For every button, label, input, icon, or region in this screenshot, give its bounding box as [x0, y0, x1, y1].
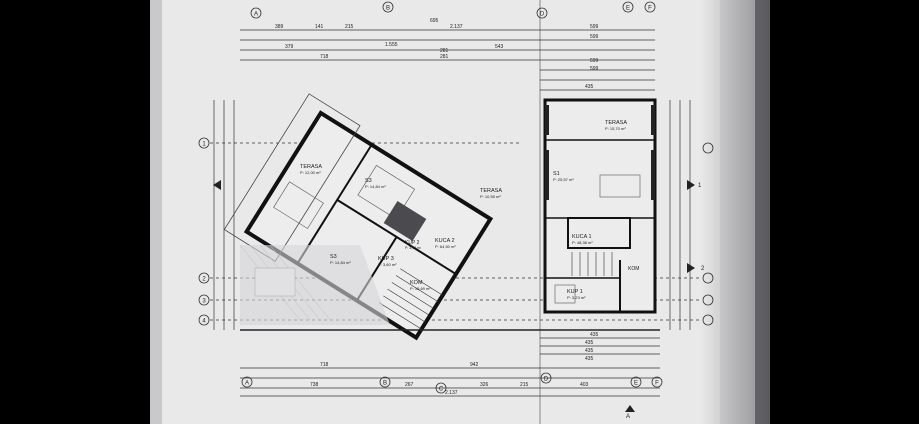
room-name: KUP 2: [405, 240, 420, 246]
grid-axis-left-label: 4: [202, 319, 206, 325]
dim-text: 435: [585, 348, 594, 354]
dim-text: 403: [580, 382, 589, 388]
room-name: KOM: [410, 280, 423, 286]
top-dimension-lines: [240, 29, 655, 91]
dim-text: 543: [495, 44, 504, 50]
room-area: P: 3,23 m²: [567, 295, 586, 300]
grid-axis-bottom-label: E: [634, 381, 638, 387]
room-name: KUP 3: [378, 256, 394, 262]
dim-text: 215: [345, 24, 354, 30]
grid-axis-left-label: 1: [202, 142, 206, 148]
dim-text: 599: [590, 24, 599, 30]
room-area: P: 15,69 m²: [410, 286, 431, 291]
dim-text: 599: [590, 58, 599, 64]
dim-text: 738: [310, 382, 319, 388]
dim-text: 718: [320, 362, 329, 368]
dim-text: 718: [320, 54, 329, 60]
grid-axis-top-label: D: [540, 12, 545, 18]
room-name: TERASA: [605, 120, 627, 126]
dim-text: 435: [585, 84, 594, 90]
grid-axis-bottom-label: B: [383, 381, 387, 387]
grid-axis-left-label: 2: [202, 277, 206, 283]
grid-axis-left-label: 3: [202, 299, 206, 305]
dim-text: 326: [480, 382, 489, 388]
room-name: S3: [365, 178, 372, 184]
room-area: P: 3,90 m²: [405, 246, 422, 250]
dim-text: 2.137: [445, 390, 458, 396]
dim-text: 435: [585, 340, 594, 346]
dim-text: 435: [590, 332, 599, 338]
grid-axis-bottom-label: D: [544, 377, 549, 383]
room-area: P: 14,84 m²: [365, 184, 386, 189]
dim-text: 599: [590, 66, 599, 72]
dim-text: 1.555: [385, 42, 398, 48]
top-dimension-texts: 389 141 215 695 2.137 599 379 1.555 281 …: [275, 18, 599, 90]
room-area: P: 64,50 m²: [435, 244, 456, 249]
grid-axis-top-label: A: [254, 12, 258, 18]
room-area: P: 15,70 m²: [605, 126, 626, 131]
room-name: KUCA 1: [572, 234, 592, 240]
grid-bubbles-left: 1 2 3 4: [198, 137, 210, 326]
dim-text: 389: [275, 24, 284, 30]
room-area: P: 14,84 m²: [330, 260, 351, 265]
grid-bubbles-top: A B D E F: [250, 1, 656, 19]
room-area: P: 48,38 m²: [572, 240, 593, 245]
bottom-dimension-lines: [240, 329, 660, 397]
dim-text: 379: [285, 44, 294, 50]
grid-axis-top-label: E: [626, 6, 630, 12]
room-name: TERASA: [480, 188, 502, 194]
dim-text: 695: [430, 18, 439, 24]
bathroom-block: [383, 200, 427, 242]
dim-text: 267: [405, 382, 414, 388]
room-area: P: 12,00 m²: [300, 170, 321, 175]
room-name: TERASA: [300, 164, 322, 170]
section-mark-label: A: [626, 414, 630, 420]
dim-text: 435: [585, 356, 594, 362]
room-area: P: 10,55 m²: [480, 194, 501, 199]
dim-text: 141: [315, 24, 324, 30]
room-labels-left: TERASA P: 12,00 m² S3 P: 14,84 m² TERASA…: [300, 164, 502, 291]
grid-bubbles-bottom: A B C D E F: [241, 372, 663, 394]
room-name: KUP 1: [567, 289, 583, 295]
dim-text: 281: [440, 48, 449, 54]
grid-axis-bottom-label: F: [655, 381, 659, 387]
dim-text: 599: [590, 34, 599, 40]
grid-axis-bottom-label: C: [439, 387, 444, 393]
dim-text: 281: [440, 54, 449, 60]
bottom-dimension-texts: 718 942 435 738 267 326 215 403 2.137 43…: [310, 332, 599, 396]
house-right-plan: [543, 98, 657, 314]
room-name: KUCA 2: [435, 238, 455, 244]
house-left-plan: [223, 93, 494, 341]
dim-text: 942: [470, 362, 479, 368]
dim-text: 215: [520, 382, 529, 388]
dim-text: 2.137: [450, 24, 463, 30]
room-area: P: 25,57 m²: [553, 177, 574, 182]
grid-axis-top-label: F: [648, 6, 652, 12]
right-column-dimensions: 599 599 599: [590, 34, 599, 72]
grid-axis-top-label: B: [386, 6, 390, 12]
room-area: P: 3,60 m²: [378, 262, 397, 267]
room-name: S3: [330, 254, 337, 260]
room-name: KOM: [628, 266, 639, 272]
room-name: S1: [553, 171, 560, 177]
grid-axis-bottom-label: A: [245, 381, 249, 387]
room-labels-right: TERASA P: 15,70 m² S1 P: 25,57 m² KUCA 1…: [553, 120, 639, 300]
